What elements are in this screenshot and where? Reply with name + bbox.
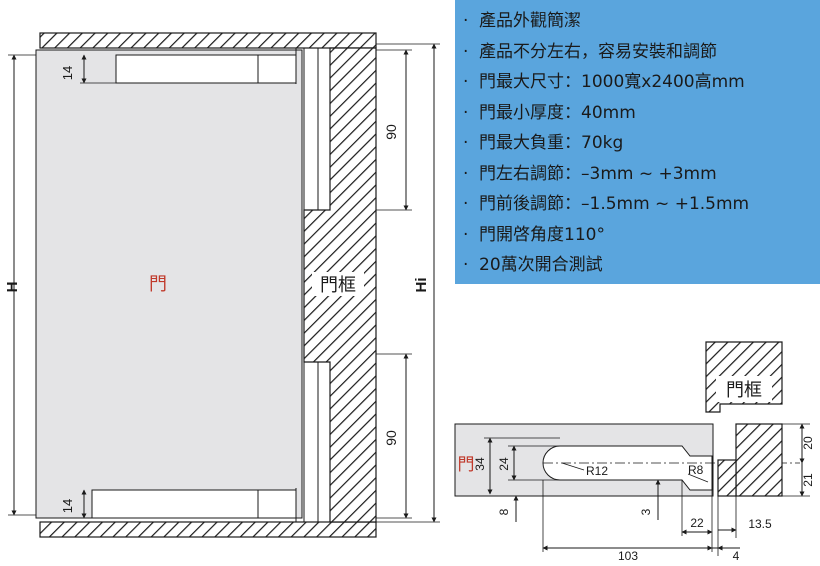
dim-20: 20	[801, 436, 815, 450]
section-frame-jamb	[735, 423, 783, 497]
door-label: 門	[149, 274, 167, 294]
dim-top-gap: 14	[60, 66, 75, 80]
dim-13-5: 13.5	[748, 517, 772, 531]
dim-8: 8	[497, 508, 511, 515]
dim-24: 24	[497, 457, 511, 471]
dim-hi: Hi	[413, 278, 430, 293]
section-frame-label: 門框	[726, 380, 762, 400]
section-door-label: 門	[458, 455, 475, 474]
spec-item: ·產品不分左右，容易安裝和調節	[463, 41, 717, 62]
dim-34: 34	[473, 457, 487, 471]
spec-item: ·20萬次開合測試	[463, 255, 603, 275]
section-frame-stop	[717, 459, 737, 497]
spec-item: ·門開啓角度110°	[463, 224, 605, 245]
section-slot	[542, 445, 713, 491]
dim-h: H	[4, 282, 21, 293]
dim-21: 21	[801, 473, 815, 487]
dim-top-hinge: 90	[383, 124, 399, 140]
spec-item: ·門最小厚度：40mm	[463, 102, 636, 123]
dim-103: 103	[618, 549, 638, 563]
spec-item: ·門最大負重：70kg	[463, 133, 624, 153]
spec-item: ·產品外觀簡潔	[463, 11, 581, 31]
spec-panel: ·產品外觀簡潔 ·產品不分左右，容易安裝和調節 ·門最大尺寸：1000寬x240…	[455, 0, 820, 284]
dim-bottom-hinge: 90	[383, 430, 399, 446]
spec-item: ·門左右調節：–3mm ~ +3mm	[463, 163, 717, 184]
spec-list: ·產品外觀簡潔 ·產品不分左右，容易安裝和調節 ·門最大尺寸：1000寬x240…	[463, 6, 820, 281]
section-detail: 門框 門 34 24 R12 R8 8 3 22 103	[454, 341, 815, 563]
frame-sill	[39, 521, 377, 538]
dim-3: 3	[639, 508, 653, 515]
frame-head	[39, 32, 377, 49]
dim-r12: R12	[586, 464, 608, 478]
bottom-hinge-recess	[91, 489, 297, 519]
top-hinge-recess	[115, 54, 297, 84]
spec-item: ·門最大尺寸：1000寬x2400高mm	[463, 72, 745, 92]
frame-label-box	[312, 272, 364, 296]
door-slab	[35, 49, 303, 519]
frame-label: 門框	[320, 275, 356, 295]
dim-22: 22	[690, 516, 704, 530]
dim-r8: R8	[688, 463, 704, 477]
dim-4: 4	[733, 549, 740, 563]
dim-bottom-gap: 14	[60, 499, 75, 513]
door-elevation: 門框 門 H 14 14 90 90 Hi	[4, 32, 440, 538]
spec-item: ·門前後調節：–1.5mm ~ +1.5mm	[463, 194, 750, 214]
